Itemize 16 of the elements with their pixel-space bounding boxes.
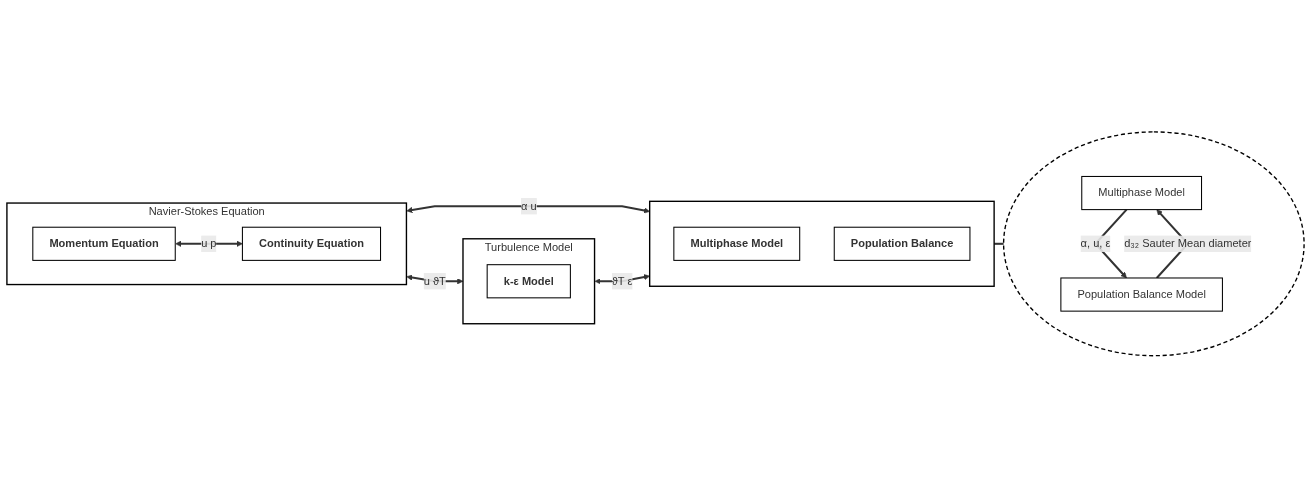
node-box: Continuity Equation [241,226,382,262]
node-box: Multiphase Model [673,226,801,262]
arrow [175,240,243,248]
cluster [649,200,995,288]
edge-label: ϑT ε [611,275,633,287]
node-box: Momentum Equation [32,226,176,262]
node-box: k-ε Model [486,264,571,299]
edge-label: u p [201,237,217,250]
edge-label: α, u, ε [1080,237,1111,250]
edge-label: α u [520,200,537,213]
node-box: Multiphase Model [1081,176,1203,211]
arrow [406,205,650,214]
edge-label: d₃₂ Sauter Mean diameter [1124,237,1252,250]
edge-label: u ϑT [423,275,446,287]
node-box: Population Balance [833,226,971,262]
node-box: Population Balance Model [1060,277,1223,312]
